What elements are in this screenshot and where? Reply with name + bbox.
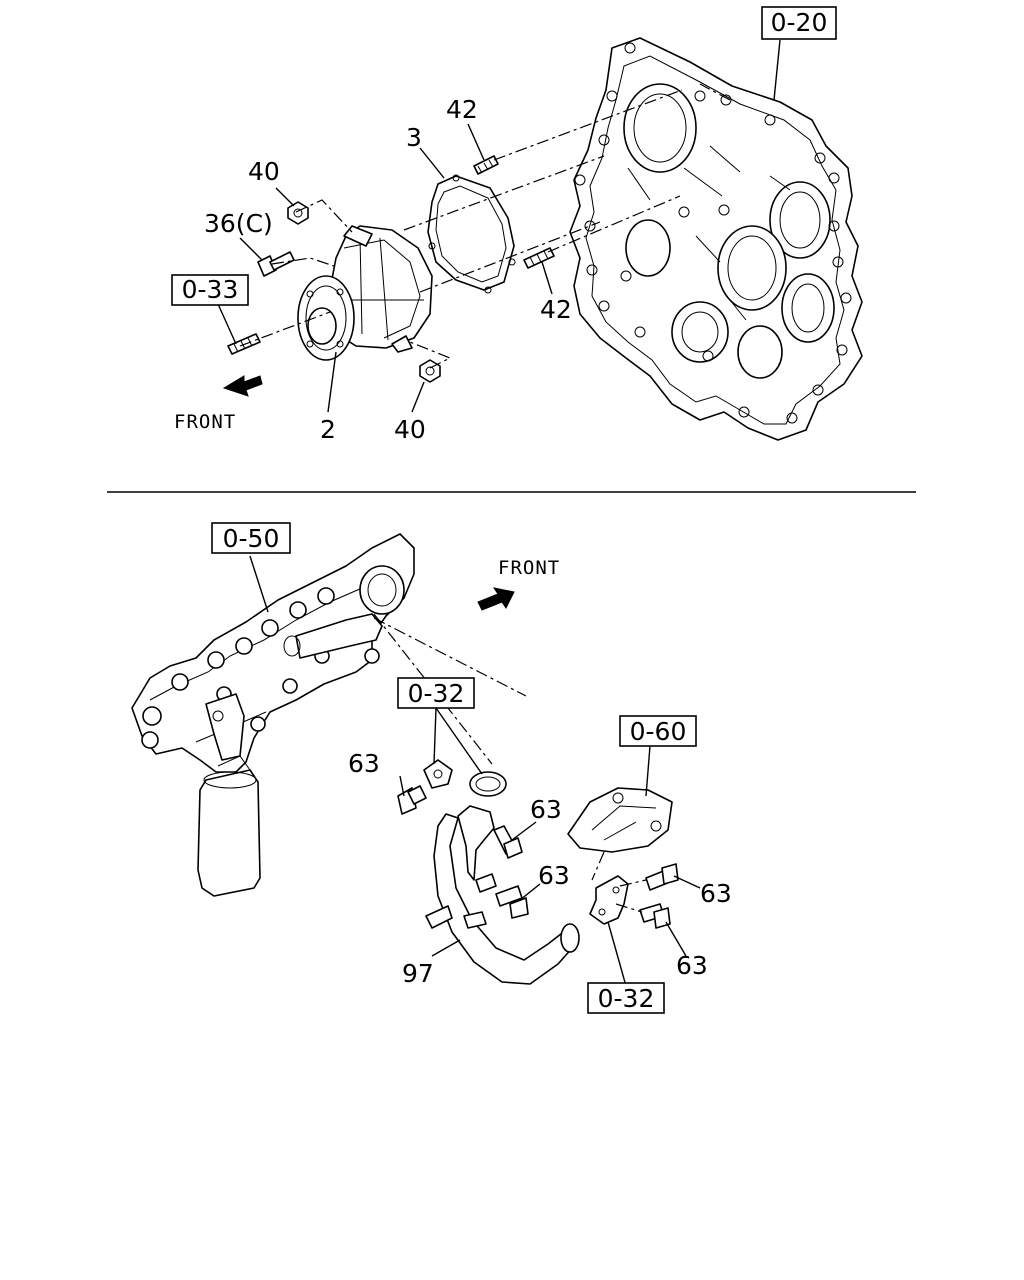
- bracket-0-60: [567, 787, 673, 853]
- part-label-40-top: 40: [248, 157, 280, 186]
- front-label-lower: FRONT: [498, 557, 560, 579]
- pipe-97: [425, 805, 580, 985]
- ref-box-0-50[interactable]: 0-50: [211, 522, 291, 554]
- nut-40-bottom: [419, 359, 441, 383]
- bolt-63-d: [645, 863, 679, 891]
- assembly-lines-upper: [239, 83, 731, 369]
- o-ring: [469, 771, 507, 797]
- ref-box-0-20[interactable]: 0-20: [761, 6, 837, 40]
- stud-42-top: [473, 155, 499, 175]
- part-label-42-top: 42: [446, 95, 478, 124]
- water-pump: [297, 225, 433, 361]
- part-label-42-bottom: 42: [540, 295, 572, 324]
- bolt-63-c: [495, 885, 529, 919]
- ref-box-0-32-upper[interactable]: 0-32: [397, 677, 475, 709]
- bolt-63-a: [397, 785, 427, 815]
- front-arrow-upper: [222, 375, 263, 397]
- part-label-63-d: 63: [700, 879, 732, 908]
- gasket: [427, 174, 516, 294]
- bolt-63-b: [493, 825, 523, 859]
- bracket-0-32-lower: [589, 875, 629, 925]
- ref-box-0-32-lower[interactable]: 0-32: [587, 982, 665, 1014]
- part-label-36c: 36(C): [204, 209, 273, 238]
- ref-label-0-32-upper: 0-32: [408, 679, 465, 708]
- ref-box-0-60[interactable]: 0-60: [619, 715, 697, 747]
- bolt-36c: [257, 251, 295, 277]
- lower-view: FRONT 0-50 0-32 0-60 0-32 63 63 63 63 63…: [131, 522, 732, 1014]
- part-label-63-b: 63: [530, 795, 562, 824]
- part-label-63-e: 63: [676, 951, 708, 980]
- stud-42-bottom: [523, 247, 555, 269]
- ref-label-0-20: 0-20: [771, 8, 828, 37]
- flange-plate: [423, 759, 453, 789]
- part-label-3: 3: [406, 123, 422, 152]
- gear-case-housing: [569, 37, 863, 441]
- assembly-lines-lower: [373, 613, 647, 913]
- ref-label-0-32-lower: 0-32: [598, 984, 655, 1013]
- front-label-upper: FRONT: [174, 411, 236, 433]
- leader-lines-upper: [217, 39, 781, 413]
- nut-40-top: [287, 201, 309, 225]
- ref-label-0-50: 0-50: [223, 524, 280, 553]
- part-label-63-c: 63: [538, 861, 570, 890]
- part-label-97: 97: [402, 959, 434, 988]
- part-label-2: 2: [320, 415, 336, 444]
- bolt-63-e: [639, 903, 671, 929]
- ref-label-0-60: 0-60: [630, 717, 687, 746]
- ref-box-0-33[interactable]: 0-33: [171, 274, 249, 306]
- leader-lines-lower: [249, 555, 701, 987]
- part-label-63-a: 63: [348, 749, 380, 778]
- manifold-assembly: [131, 533, 415, 897]
- part-label-40-bottom: 40: [394, 415, 426, 444]
- ref-label-0-33: 0-33: [182, 275, 239, 304]
- front-arrow-lower: [477, 587, 515, 611]
- upper-view: FRONT 0-20 0-33 42 3 40 36(C) 42 2 40: [171, 6, 863, 444]
